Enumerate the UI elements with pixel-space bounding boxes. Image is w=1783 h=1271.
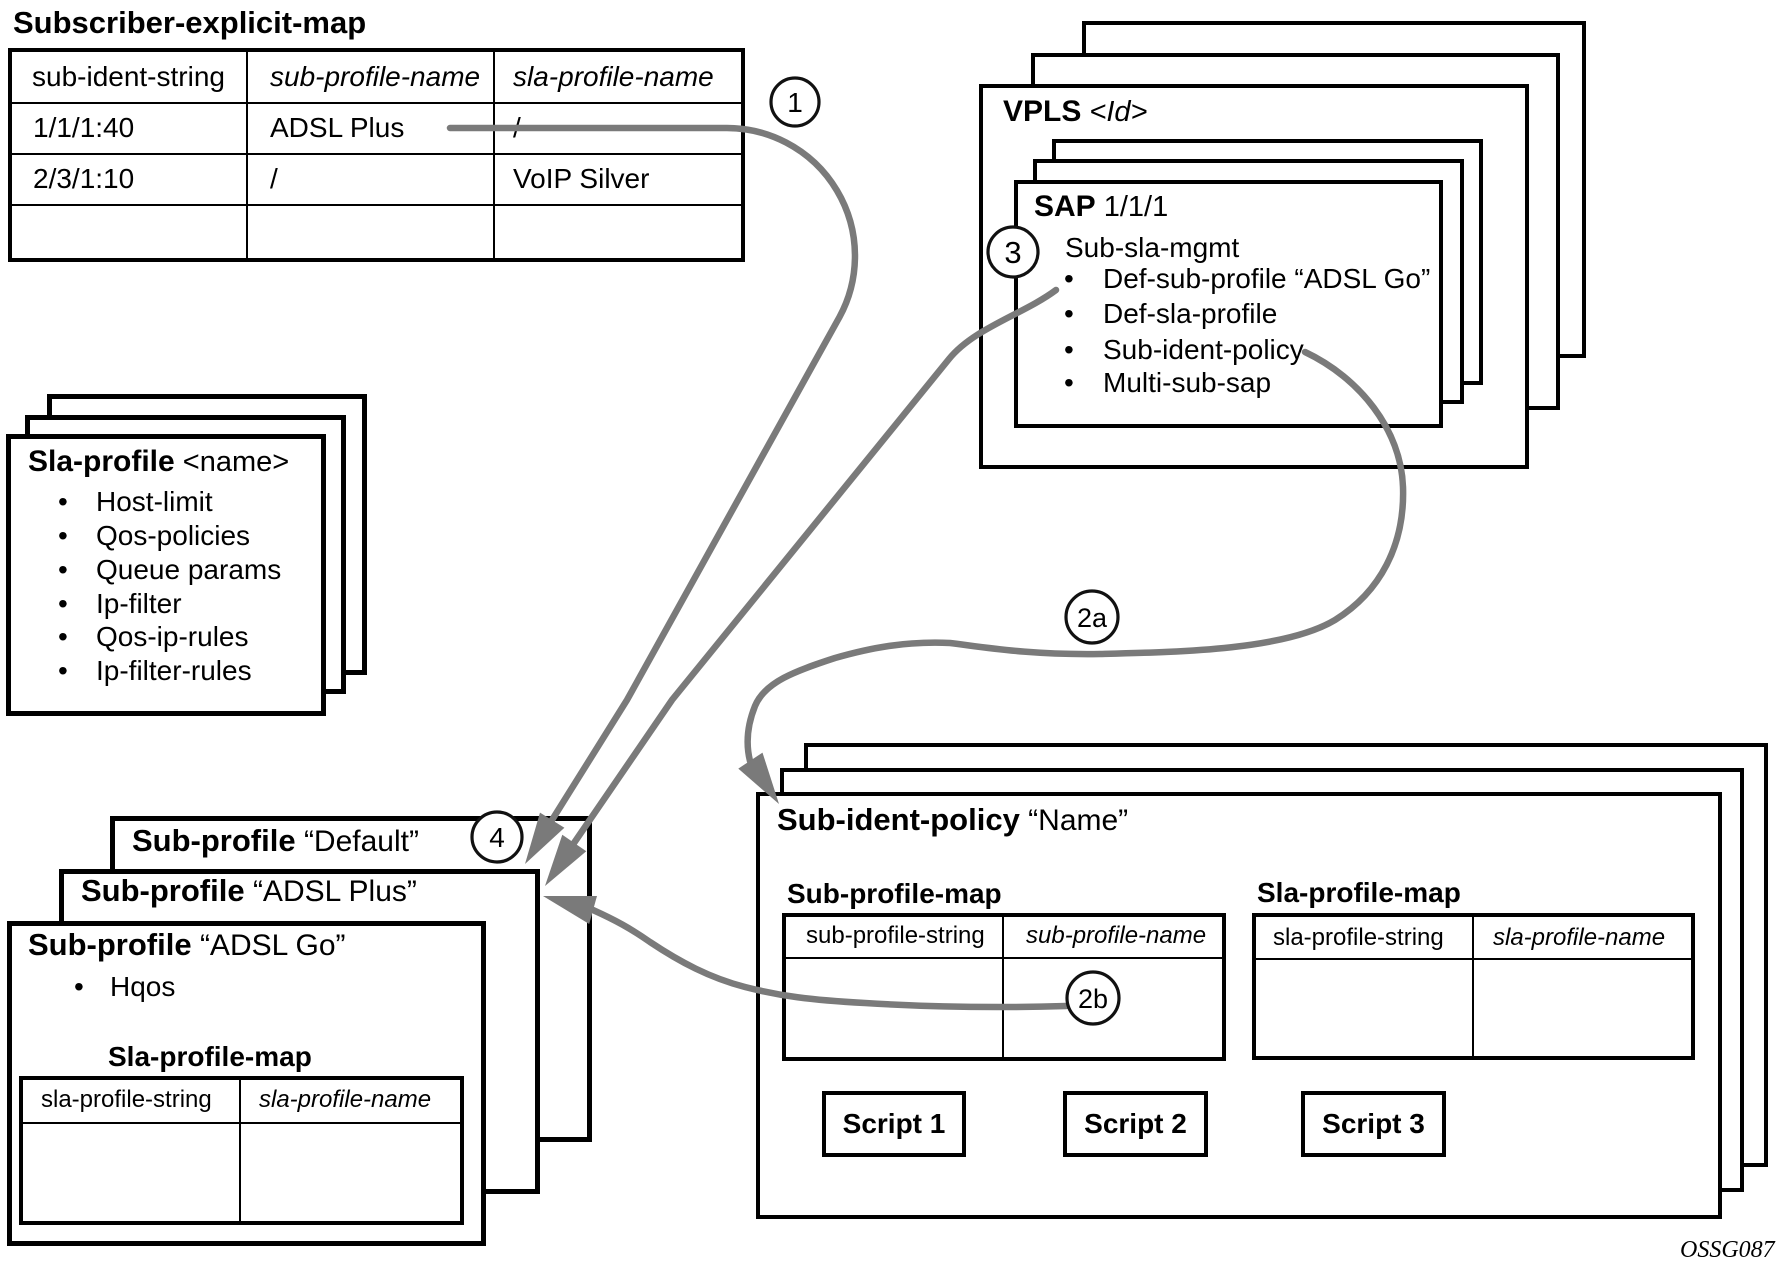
svg-text:4: 4 bbox=[489, 822, 505, 853]
svg-text:3: 3 bbox=[1004, 235, 1021, 270]
svg-text:2b: 2b bbox=[1078, 984, 1108, 1014]
svg-text:1: 1 bbox=[787, 87, 803, 118]
svg-text:2a: 2a bbox=[1077, 603, 1108, 633]
